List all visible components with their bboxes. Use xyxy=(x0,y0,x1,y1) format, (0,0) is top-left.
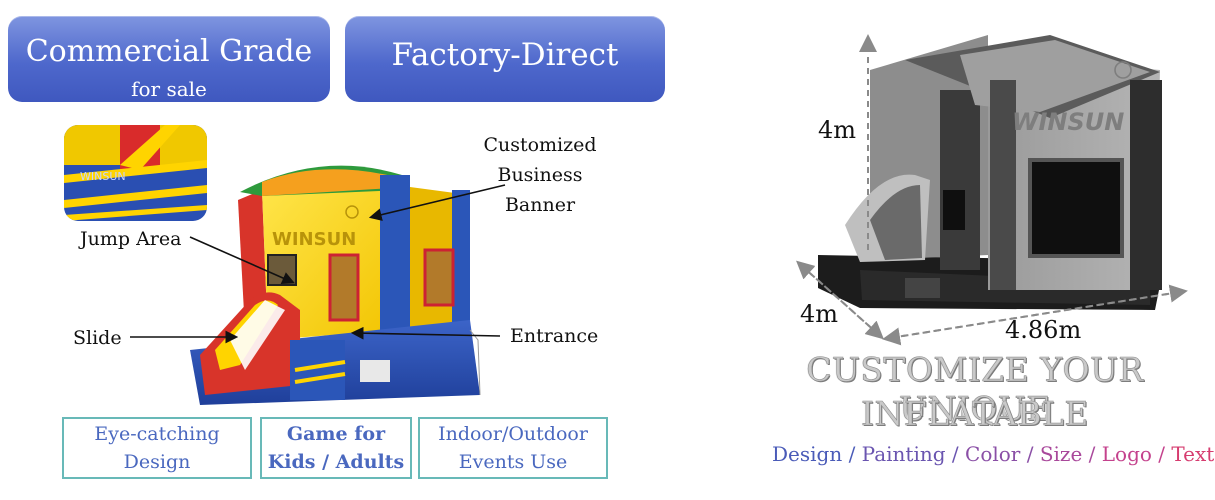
option-size: Size xyxy=(1039,442,1083,466)
commercial-grade-title: Commercial Grade xyxy=(25,34,313,69)
headline-inflatable: INFLATABLE xyxy=(860,394,1090,434)
model-logo-text: WINSUN xyxy=(1012,108,1124,136)
entrance-label: Entrance xyxy=(510,325,599,347)
height-dimension-label: 4m xyxy=(818,116,857,144)
inset-logo-text: WINSUN xyxy=(80,170,126,183)
option-separator: / xyxy=(945,442,966,466)
option-separator: / xyxy=(842,442,862,466)
factory-direct-title: Factory-Direct xyxy=(391,37,619,73)
option-separator: / xyxy=(1020,442,1040,466)
option-color: Color xyxy=(965,442,1021,466)
depth-dimension-label: 4m xyxy=(800,300,839,328)
option-separator: / xyxy=(1082,442,1102,466)
width-dimension-label: 4.86m xyxy=(1005,316,1082,344)
feature-line: Kids / Adults xyxy=(267,451,405,473)
dimension-arrows xyxy=(796,34,1188,346)
headline-customize: CUSTOMIZE YOUR UNIQUE xyxy=(806,350,1144,429)
option-separator: / xyxy=(1151,442,1172,466)
feature-line: Indoor/Outdoor xyxy=(438,423,588,445)
commercial-grade-banner: Commercial Grade for sale xyxy=(8,16,330,102)
for-sale-subtitle: for sale xyxy=(131,77,207,101)
option-logo: Logo xyxy=(1101,442,1152,466)
jump-area-inset-photo: WINSUN xyxy=(64,125,207,221)
feature-indoor-outdoor: Indoor/Outdoor Events Use xyxy=(418,417,608,479)
feature-game-for-kids: Game for Kids / Adults xyxy=(260,417,412,479)
customization-options: Design / Painting / Color / Size / Logo … xyxy=(772,442,1214,466)
customized-banner-label: Customized Business Banner xyxy=(483,134,597,216)
option-design: Design xyxy=(772,442,843,466)
feature-line: Eye-catching xyxy=(94,423,220,445)
callout-arrows xyxy=(130,184,506,344)
bounce-house-photo: WINSUN xyxy=(190,165,481,405)
factory-direct-banner: Factory-Direct xyxy=(345,16,665,102)
slide-label: Slide xyxy=(73,327,122,349)
castle-logo-text: WINSUN xyxy=(272,229,356,250)
option-painting: Painting xyxy=(861,442,946,466)
grey-inflatable-model: WINSUN xyxy=(818,35,1162,310)
jump-area-label: Jump Area xyxy=(80,228,182,250)
feature-line: Game for xyxy=(286,423,386,445)
feature-eye-catching: Eye-catching Design xyxy=(62,417,252,479)
feature-line: Design xyxy=(123,451,191,473)
feature-line: Events Use xyxy=(458,451,568,473)
option-text: Text xyxy=(1171,442,1215,466)
